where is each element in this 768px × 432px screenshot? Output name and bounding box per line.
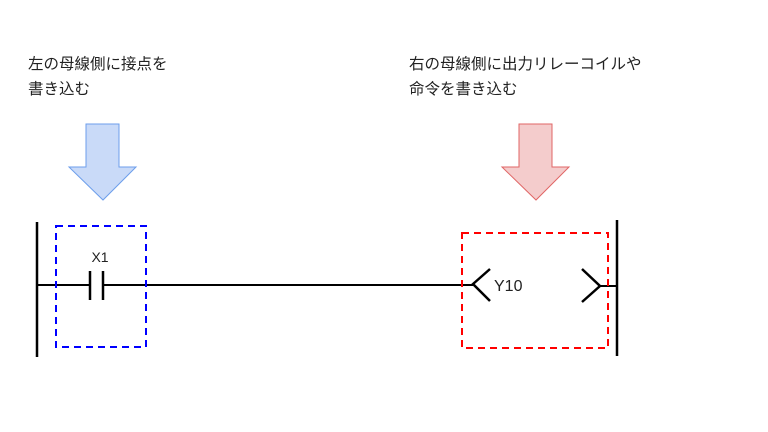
coil-right-bracket: [581, 268, 602, 303]
left-note: 左の母線側に接点を 書き込む: [28, 52, 168, 102]
left-note-line1: 左の母線側に接点を: [28, 55, 168, 73]
right-note: 右の母線側に出力リレーコイルや 命令を書き込む: [409, 52, 642, 102]
left-note-line2: 書き込む: [28, 80, 91, 98]
coil-label: Y10: [494, 278, 523, 295]
right-note-line1: 右の母線側に出力リレーコイルや: [409, 55, 642, 73]
contact-highlight-box: [55, 225, 147, 348]
right-down-arrow: [500, 123, 571, 201]
coil-left-bracket: [471, 268, 491, 302]
coil-highlight-box: [461, 232, 609, 349]
contact-label: X1: [91, 249, 108, 265]
right-note-line2: 命令を書き込む: [409, 80, 518, 98]
left-down-arrow: [67, 123, 138, 201]
